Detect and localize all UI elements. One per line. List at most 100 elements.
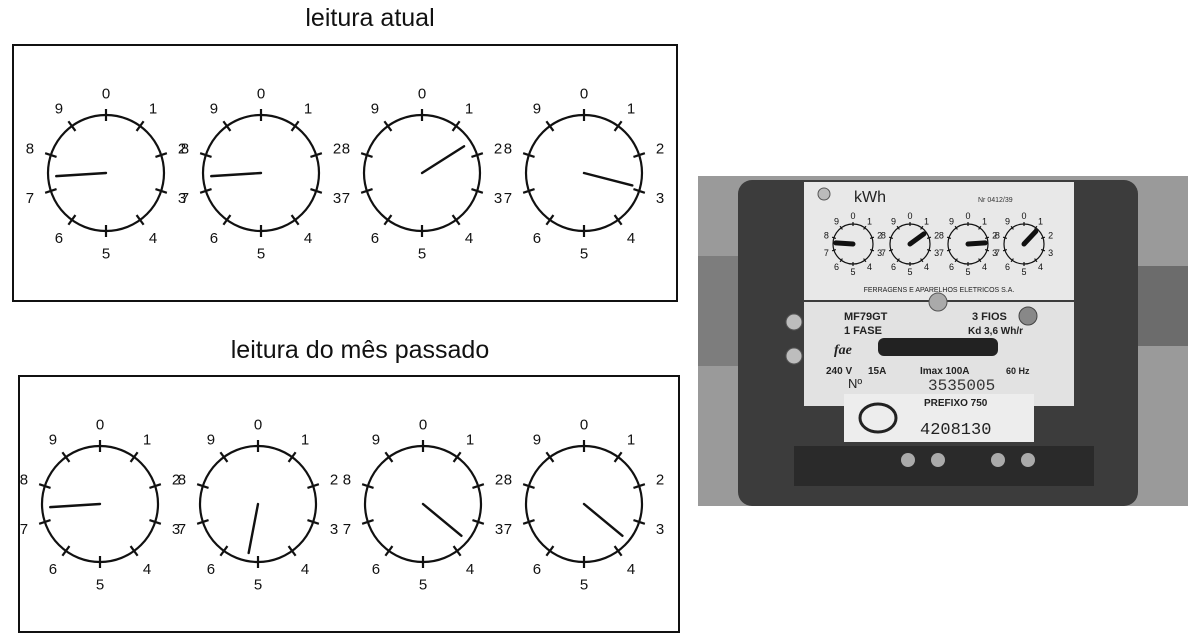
dial-label-7: 7 (342, 190, 350, 207)
right-screw-icon (1018, 306, 1038, 326)
dial-label-5: 5 (419, 576, 427, 593)
dial-tick (613, 120, 623, 132)
dial-pointer (1021, 228, 1039, 247)
dial-label-5: 5 (1021, 267, 1026, 277)
dial-tick (129, 451, 139, 463)
dial-tick (219, 451, 229, 463)
dial-tick (1034, 225, 1038, 230)
dial-label-9: 9 (834, 217, 839, 227)
dial-tick (290, 214, 300, 226)
number-label: Nº (848, 376, 862, 391)
dial-label-5: 5 (580, 576, 588, 593)
dial-tick (287, 545, 297, 557)
dial-label-0: 0 (1021, 211, 1026, 221)
dial-label-0: 0 (257, 85, 265, 102)
voltage-label: 240 V (826, 366, 852, 377)
dial-tick (978, 225, 982, 230)
frequency-label: 60 Hz (1006, 366, 1030, 376)
dial-label-0: 0 (850, 211, 855, 221)
dial-label-1: 1 (466, 432, 474, 449)
dial-label-3: 3 (934, 248, 939, 258)
dial-label-1: 1 (301, 432, 309, 449)
dial-tick (199, 188, 212, 194)
serial-number: 3535005 (928, 377, 995, 395)
dial-pointer (49, 502, 102, 509)
dial-tick (633, 152, 646, 158)
dial-tick (888, 236, 894, 240)
dial-tick (67, 120, 77, 132)
dial-label-6: 6 (533, 561, 541, 578)
left-screw-icon-2 (785, 347, 803, 365)
dial-label-8: 8 (824, 231, 829, 241)
dial-label-6: 6 (371, 230, 379, 247)
dial-label-9: 9 (891, 217, 896, 227)
dial-label-1: 1 (867, 217, 872, 227)
dial-label-3: 3 (330, 521, 338, 538)
dial-label-6: 6 (1005, 262, 1010, 272)
dial-tick (471, 188, 484, 194)
left-screw-icon (785, 313, 803, 331)
dial-tick (839, 225, 843, 230)
current-label: 15A (868, 366, 886, 377)
model-label: MF79GT (844, 311, 888, 323)
utility-logo-icon (858, 402, 898, 434)
dial-label-1: 1 (627, 101, 635, 118)
dial-label-1: 1 (924, 217, 929, 227)
dial-pointer (247, 502, 260, 555)
dial-tick (522, 152, 535, 158)
terminal-screw-icon-1 (901, 453, 915, 467)
dial-tick (613, 545, 623, 557)
terminal-screw-icon-2 (931, 453, 945, 467)
dial-label-4: 4 (627, 230, 635, 247)
dial-tick (613, 451, 623, 463)
phase-label: 1 FASE (844, 325, 882, 337)
plate-screw-icon (817, 187, 831, 201)
dial-tick (896, 258, 900, 263)
dial-tick (383, 214, 393, 226)
dial-label-4: 4 (924, 262, 929, 272)
dial-tick (155, 152, 168, 158)
dial-label-2: 2 (656, 472, 664, 489)
dial-label-7: 7 (504, 521, 512, 538)
dial-label-6: 6 (207, 561, 215, 578)
dial-label-0: 0 (907, 211, 912, 221)
dial-tick (984, 248, 990, 252)
dial-label-3: 3 (992, 248, 997, 258)
dial-label-8: 8 (181, 141, 189, 158)
dial-label-7: 7 (26, 190, 34, 207)
dial-label-1: 1 (1038, 217, 1043, 227)
dial-tick (954, 258, 958, 263)
dial-label-2: 2 (172, 472, 180, 489)
dial-tick (839, 258, 843, 263)
dial-pointer (907, 231, 927, 247)
dial-tick (984, 236, 990, 240)
dial-tick (926, 236, 932, 240)
dial-label-3: 3 (1048, 248, 1053, 258)
kwh-label: kWh (854, 189, 886, 206)
dial-pointer (582, 171, 634, 187)
dial-label-2: 2 (495, 472, 503, 489)
dial-tick (222, 214, 232, 226)
dial-tick (155, 188, 168, 194)
dial-tick (135, 120, 145, 132)
dial-label-2: 2 (1048, 231, 1053, 241)
dial-pointer (55, 171, 108, 178)
dial-tick (545, 120, 555, 132)
dial-tick (222, 120, 232, 132)
dial-label-0: 0 (580, 85, 588, 102)
right-bracket (1138, 266, 1188, 346)
dial-label-6: 6 (533, 230, 541, 247)
dial-tick (199, 152, 212, 158)
dial-label-7: 7 (881, 248, 886, 258)
dial-tick (920, 225, 924, 230)
dial-tick (896, 225, 900, 230)
dial-tick (196, 519, 209, 525)
dial-tick (38, 519, 51, 525)
